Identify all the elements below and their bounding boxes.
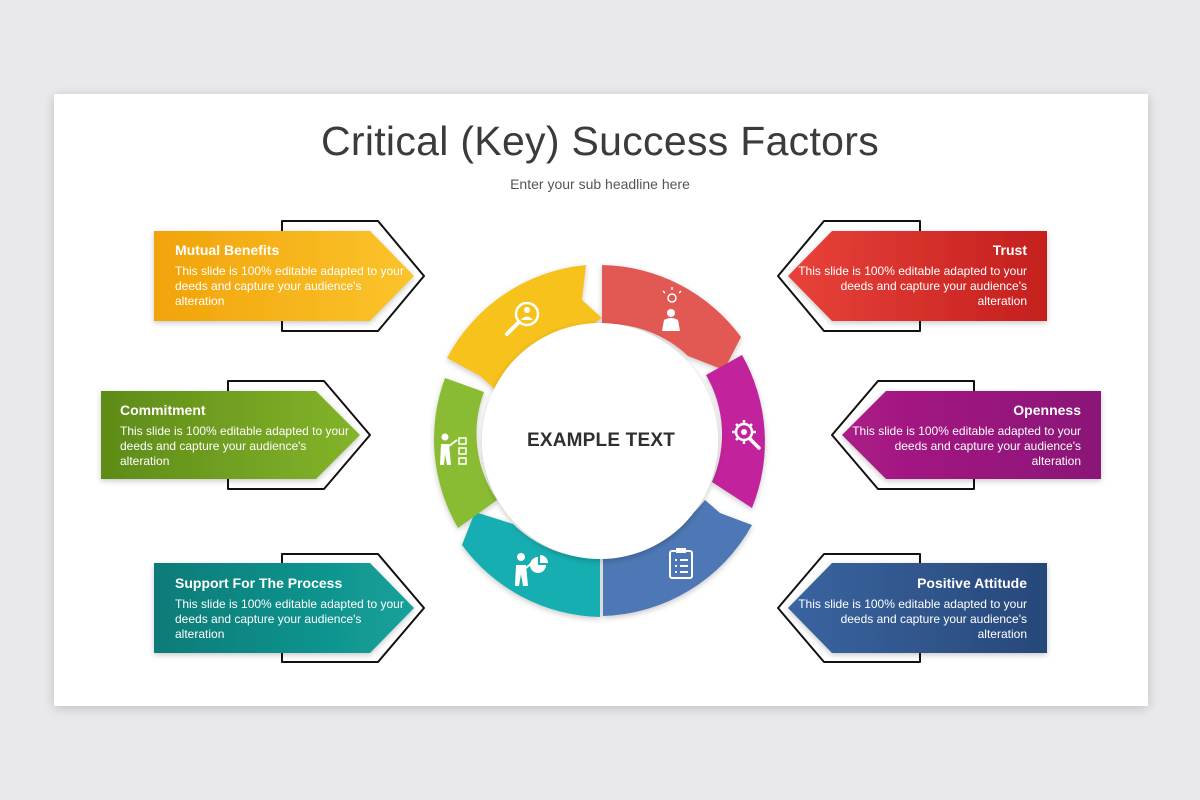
factor-description: This slide is 100% editable adapted to y… — [175, 264, 404, 308]
factor-label-trust: Trust This slide is 100% editable adapte… — [797, 242, 1027, 309]
factor-label-openness: Openness This slide is 100% editable ada… — [851, 402, 1081, 469]
slide-title: Critical (Key) Success Factors — [320, 118, 880, 164]
factor-banner-openness — [831, 380, 1101, 490]
factor-banner-trust — [777, 220, 1047, 332]
factor-description: This slide is 100% editable adapted to y… — [852, 424, 1081, 468]
clipboard-checklist-icon — [669, 548, 693, 579]
ring-segment-trust — [602, 265, 741, 370]
center-example-text: EXAMPLE TEXT — [526, 430, 676, 451]
factor-banner-mutual-benefits — [154, 220, 425, 332]
factor-description: This slide is 100% editable adapted to y… — [175, 597, 404, 641]
factor-title: Commitment — [120, 402, 206, 418]
factor-title: Openness — [1013, 402, 1081, 418]
factor-label-commitment: Commitment This slide is 100% editable a… — [120, 402, 350, 469]
factor-description: This slide is 100% editable adapted to y… — [798, 597, 1027, 641]
ring-segment-mutual-benefits — [447, 265, 602, 390]
factor-description: This slide is 100% editable adapted to y… — [798, 264, 1027, 308]
gear-magnifier-icon — [732, 420, 761, 450]
center-circle — [482, 323, 718, 559]
factor-label-positive-attitude: Positive Attitude This slide is 100% edi… — [797, 575, 1027, 642]
factor-title: Trust — [992, 242, 1027, 258]
factor-description: This slide is 100% editable adapted to y… — [120, 424, 349, 468]
factor-title: Mutual Benefits — [175, 242, 280, 258]
slide-subtitle: Enter your sub headline here — [510, 176, 690, 192]
factor-banner-positive-attitude — [777, 553, 1047, 663]
ring-segment-positive-attitude — [603, 500, 752, 616]
idea-person-icon — [662, 287, 682, 331]
factor-label-mutual-benefits: Mutual Benefits This slide is 100% edita… — [175, 242, 405, 309]
factor-title: Support For The Process — [175, 575, 343, 591]
factor-label-support: Support For The Process This slide is 10… — [175, 575, 405, 642]
factor-banner-commitment — [101, 380, 371, 490]
presenter-checklist-icon — [440, 433, 467, 465]
factor-banner-support — [154, 553, 425, 663]
presenter-pie-chart-icon — [515, 553, 548, 586]
magnifier-user-icon — [505, 301, 540, 336]
factor-title: Positive Attitude — [917, 575, 1027, 591]
